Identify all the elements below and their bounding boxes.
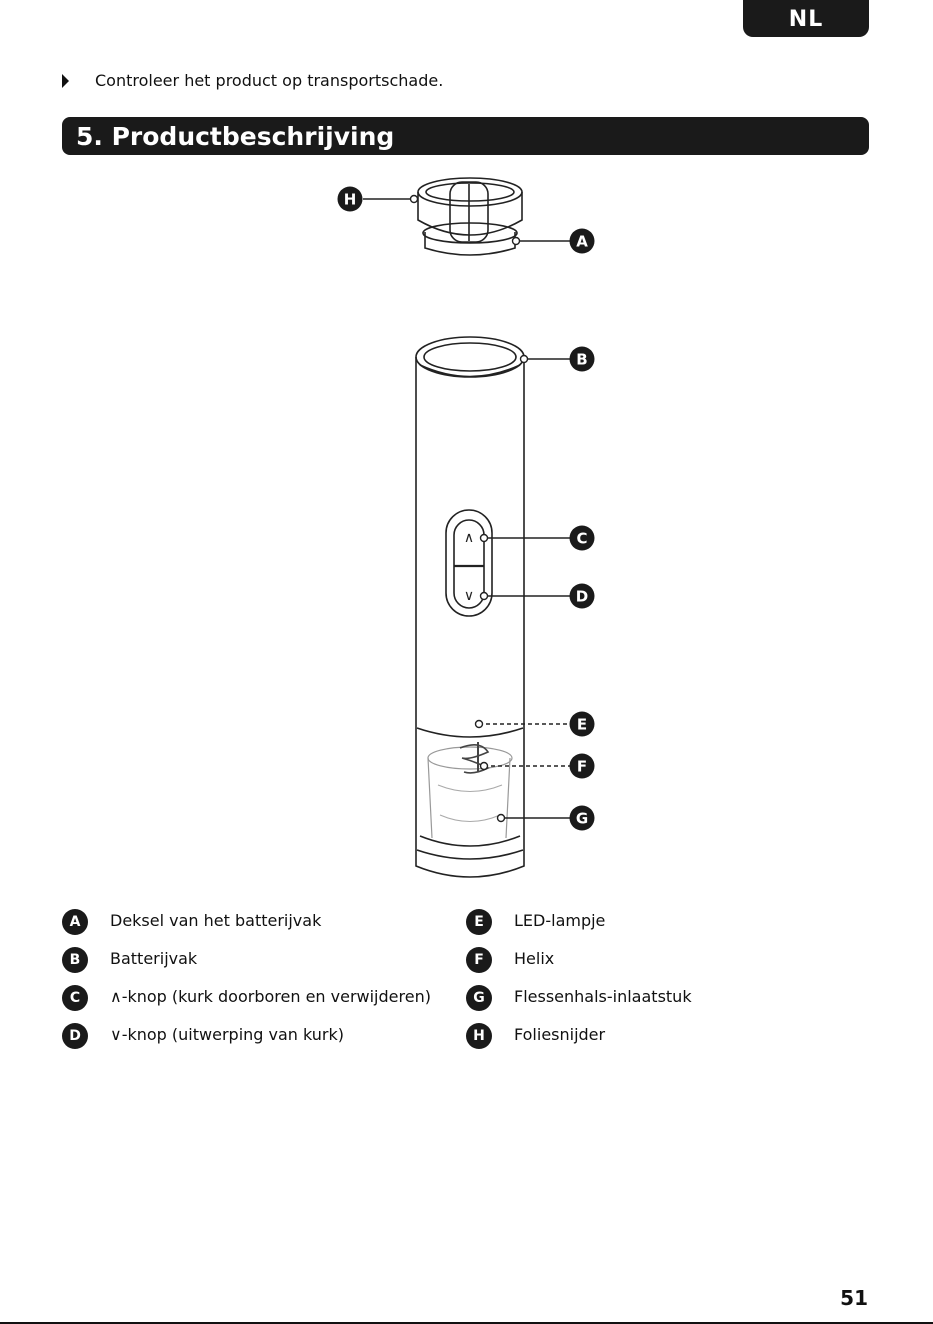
callout-g: G — [570, 806, 595, 831]
language-tab: NL — [743, 0, 869, 37]
battery-cover-drawing — [418, 178, 522, 255]
legend-text: Helix — [514, 949, 554, 968]
legend-badge: D — [62, 1023, 88, 1049]
svg-text:H: H — [344, 191, 357, 209]
callout-b: B — [570, 347, 595, 372]
legend-badge: F — [466, 947, 492, 973]
svg-text:G: G — [576, 810, 588, 828]
product-diagram: ∧ ∨ H A B C D E F G — [0, 160, 933, 890]
svg-text:E: E — [577, 716, 587, 734]
legend-text: LED-lampje — [514, 911, 605, 930]
svg-text:F: F — [577, 758, 587, 776]
intro-bullet-text: Controleer het product op transportschad… — [95, 71, 443, 90]
up-button-symbol: ∧ — [464, 530, 474, 546]
legend-text: ∧-knop (kurk doorboren en verwijderen) — [110, 987, 431, 1006]
section-heading: 5. Productbeschrijving — [62, 117, 869, 155]
svg-text:A: A — [576, 233, 588, 251]
svg-text:C: C — [576, 530, 587, 548]
callout-e: E — [570, 712, 595, 737]
callout-c: C — [570, 526, 595, 551]
bullet-icon — [62, 74, 69, 88]
svg-text:D: D — [576, 588, 588, 606]
page-number: 51 — [830, 1286, 868, 1310]
callout-d: D — [570, 584, 595, 609]
callout-f: F — [570, 754, 595, 779]
callout-a: A — [570, 229, 595, 254]
legend-badge: B — [62, 947, 88, 973]
legend-text: Batterijvak — [110, 949, 197, 968]
legend-text: Foliesnijder — [514, 1025, 605, 1044]
svg-text:B: B — [576, 351, 587, 369]
legend-text: Flessenhals-inlaatstuk — [514, 987, 692, 1006]
legend-badge: A — [62, 909, 88, 935]
legend-badge: G — [466, 985, 492, 1011]
legend-badge: E — [466, 909, 492, 935]
corkscrew-body-drawing — [416, 337, 524, 877]
legend-text: ∨-knop (uitwerping van kurk) — [110, 1025, 344, 1044]
callout-h: H — [338, 187, 363, 212]
legend-badge: H — [466, 1023, 492, 1049]
down-button-symbol: ∨ — [464, 588, 474, 604]
legend-badge: C — [62, 985, 88, 1011]
legend-text: Deksel van het batterijvak — [110, 911, 321, 930]
